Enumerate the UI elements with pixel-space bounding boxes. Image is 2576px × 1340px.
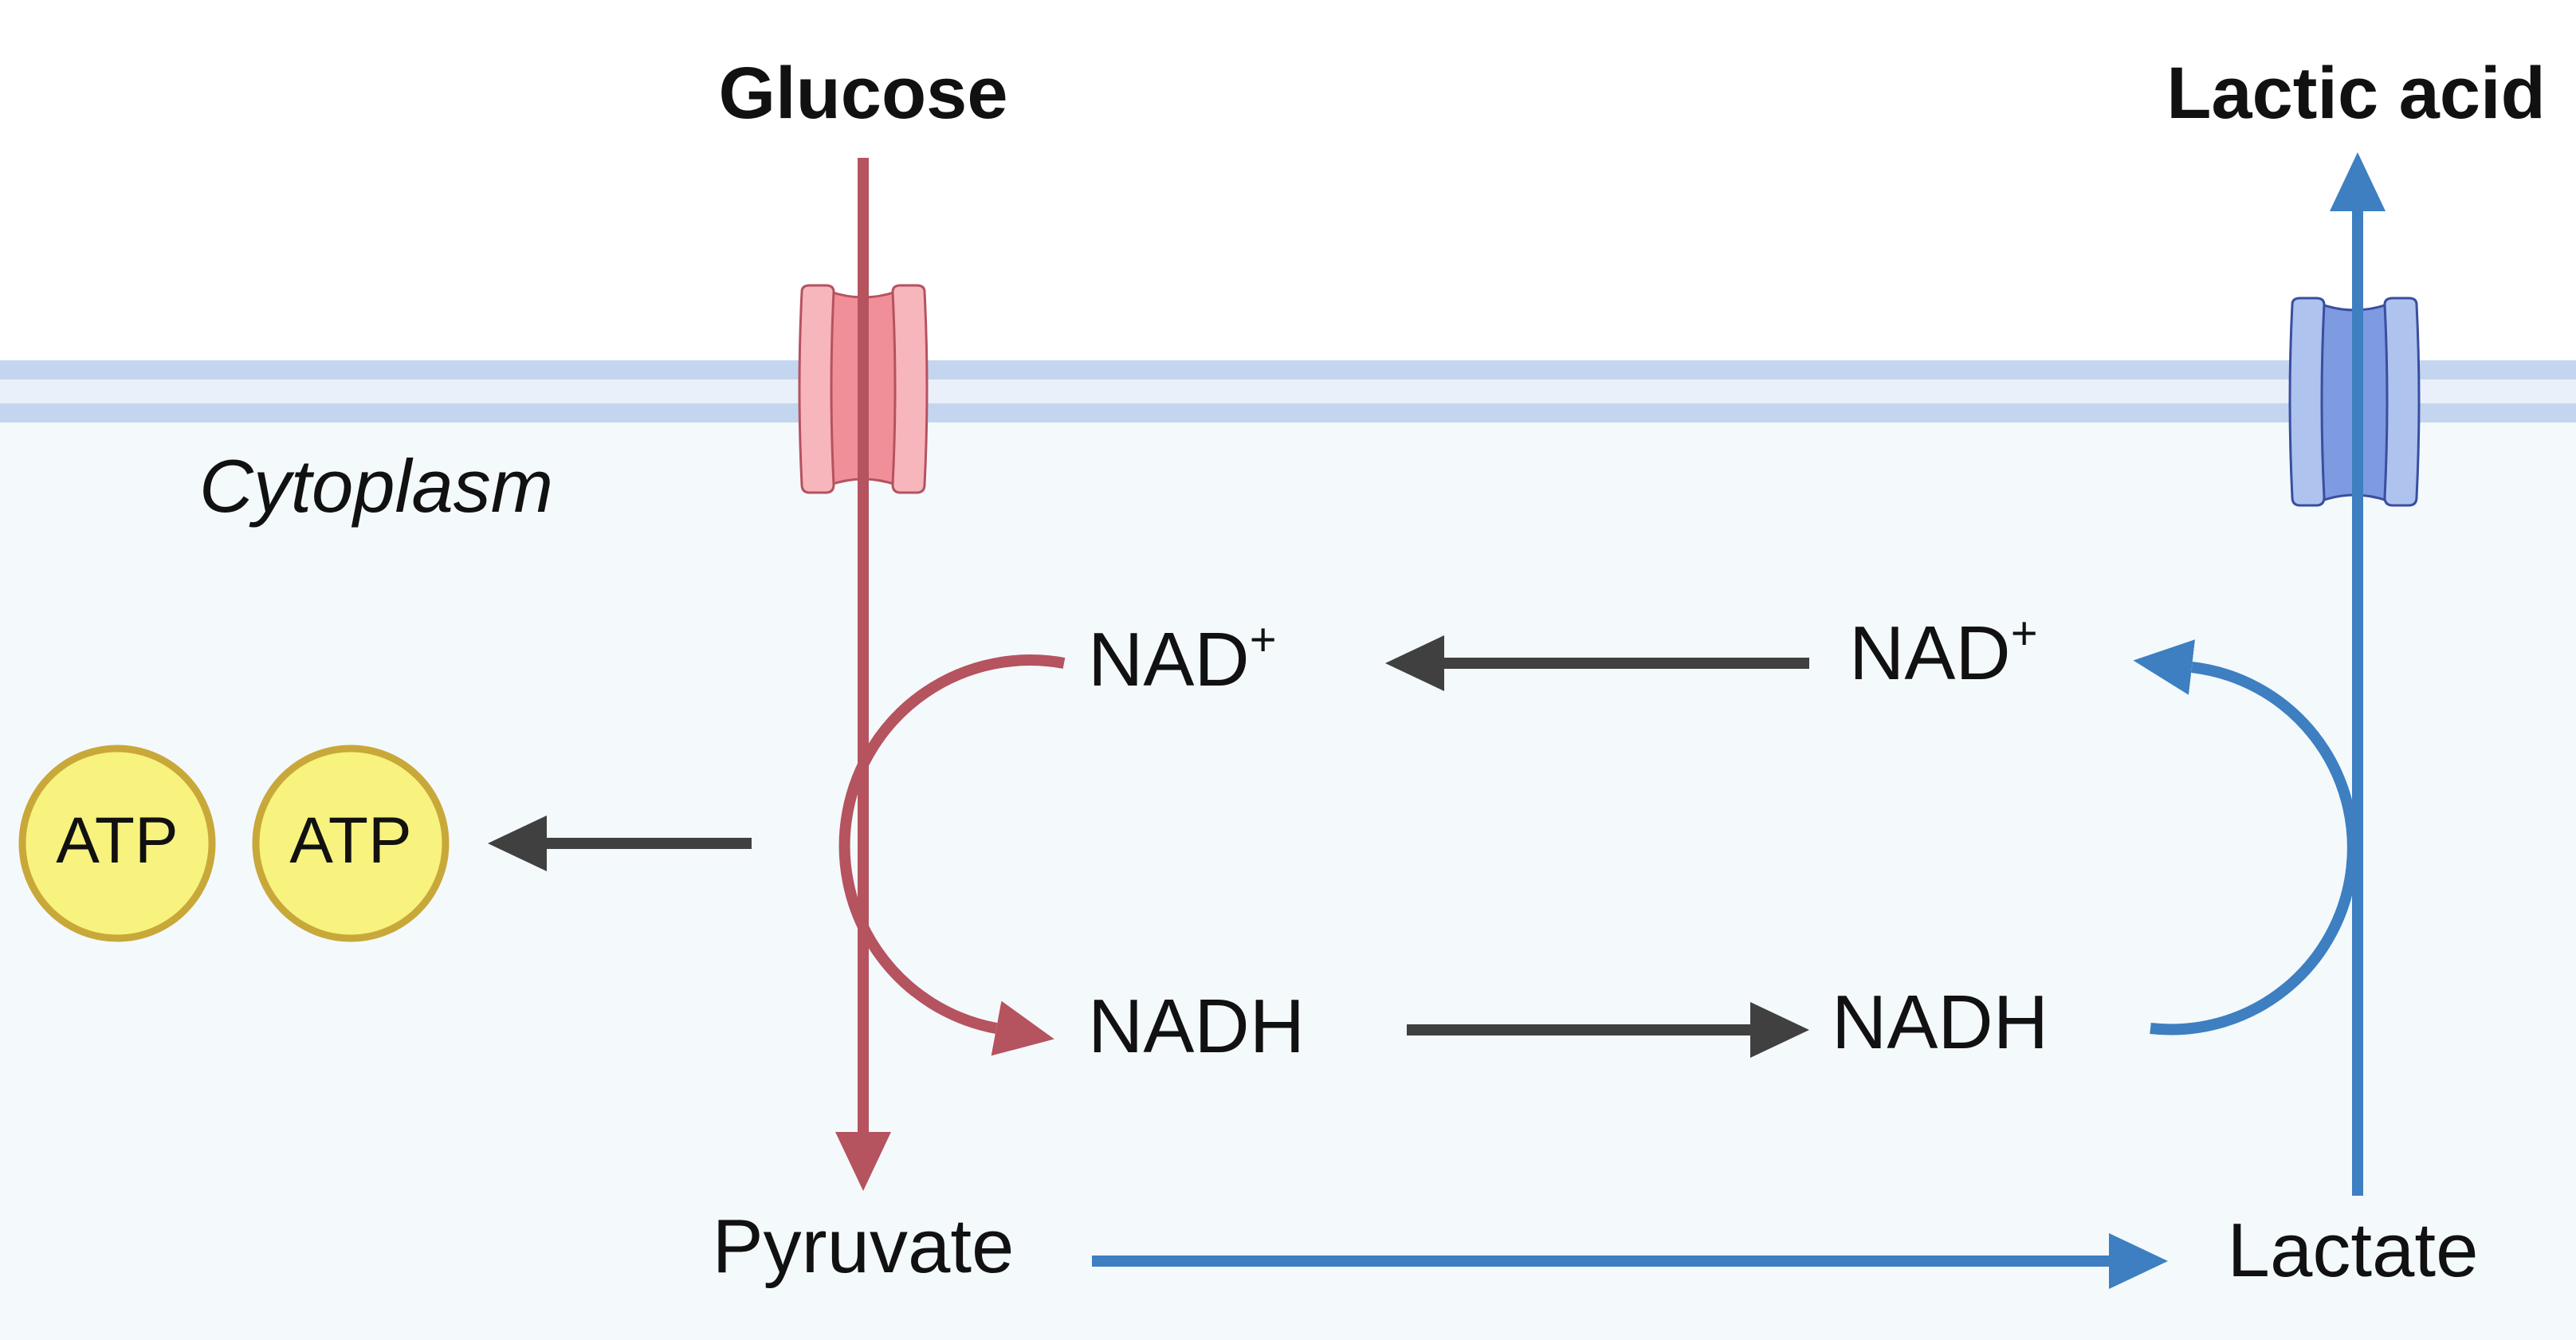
glucose-label: Glucose	[718, 53, 1007, 134]
lactate-label: Lactate	[2228, 1208, 2479, 1293]
cell-membrane	[0, 360, 2576, 422]
nad-plus-label-right: NAD+	[1849, 607, 2038, 696]
plus-superscript: +	[1250, 614, 1277, 666]
atp-label: ATP	[289, 804, 411, 877]
pyruvate-label: Pyruvate	[713, 1204, 1015, 1289]
atp-label: ATP	[56, 804, 178, 877]
cytoplasm-label: Cytoplasm	[199, 444, 553, 528]
nadh-label-right: NADH	[1832, 980, 2048, 1065]
nad-text: NAD	[1088, 617, 1250, 702]
atp-molecule-icon: ATP	[252, 745, 450, 942]
lactic-acid-label: Lactic acid	[2166, 53, 2546, 134]
nadh-label-left: NADH	[1088, 984, 1305, 1069]
nadh-oxidation-curve-arrow	[2133, 639, 2358, 1035]
nad-reduction-curve-arrow	[838, 654, 1066, 1056]
atp-molecule-icon: ATP	[18, 745, 216, 942]
nad-text: NAD	[1849, 611, 2011, 696]
lactate-transporter-icon	[2288, 297, 2421, 507]
plus-superscript: +	[2011, 607, 2038, 659]
nad-plus-label-left: NAD+	[1088, 614, 1277, 702]
